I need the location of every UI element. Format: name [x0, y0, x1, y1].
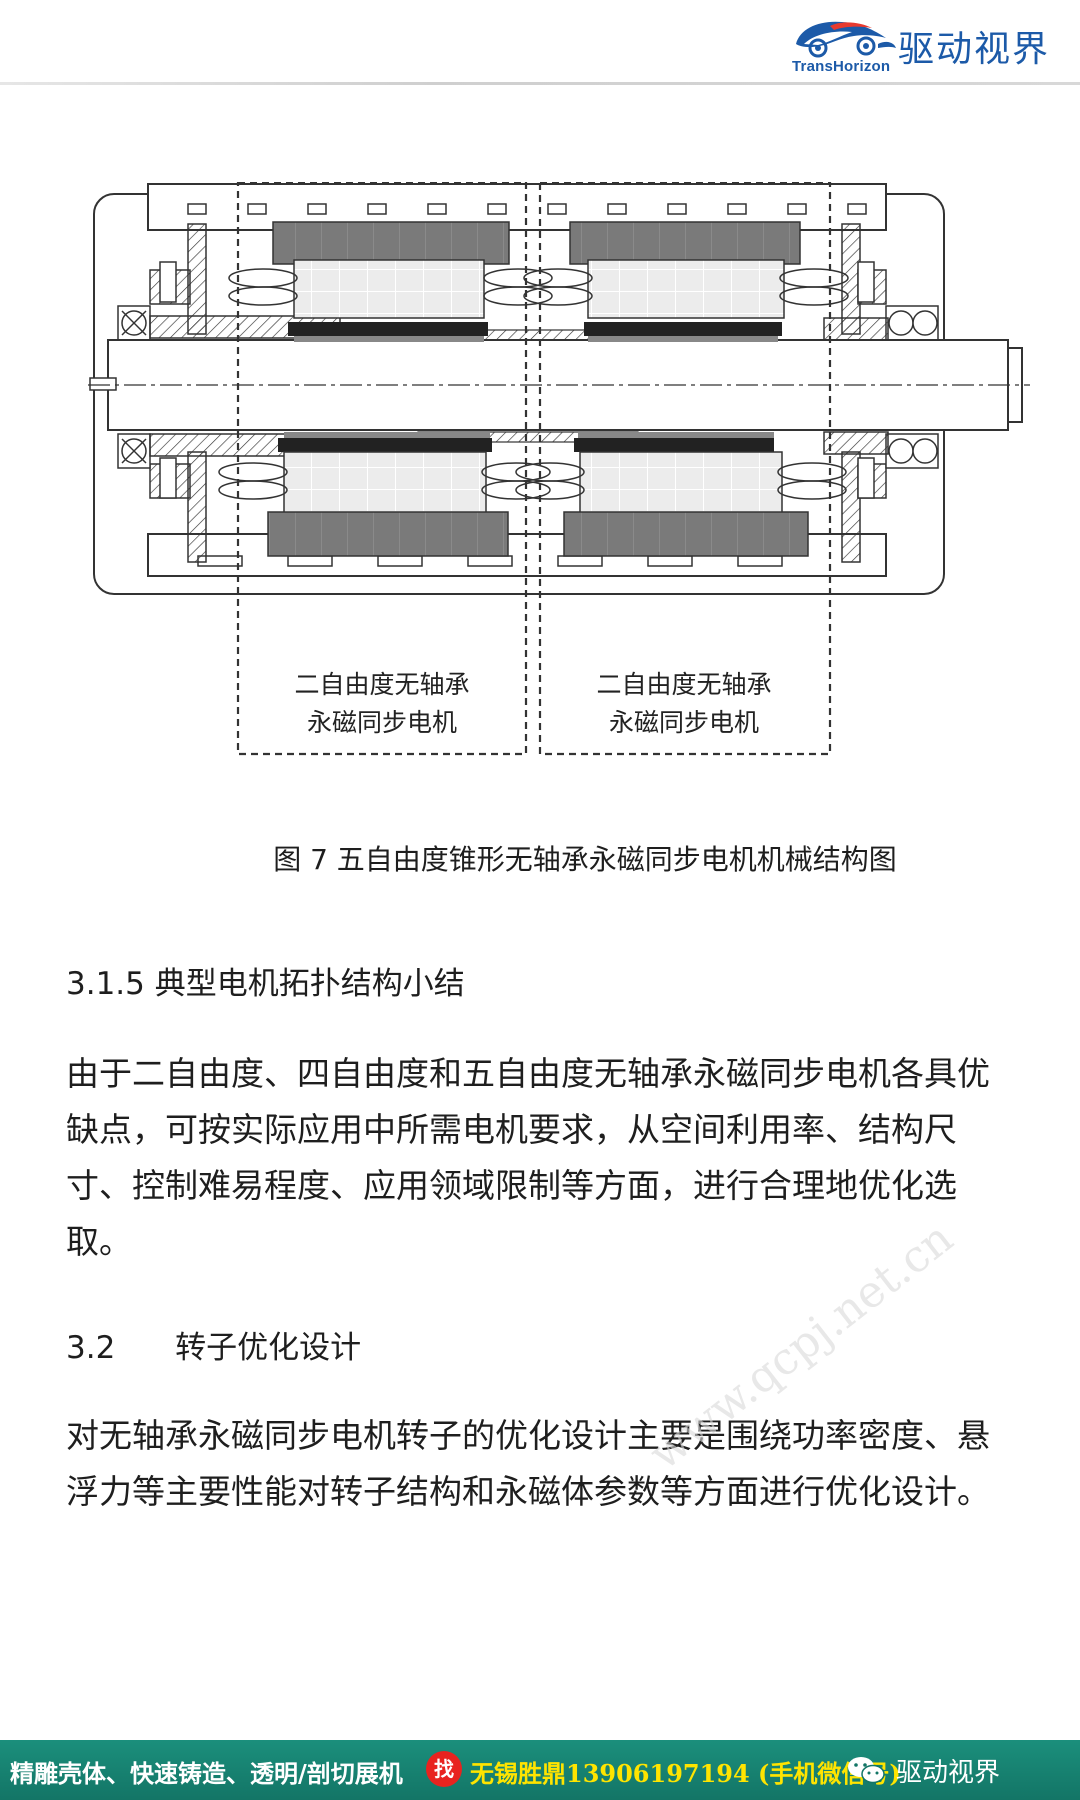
footer-ad-bar: 精雕壳体、快速铸造、透明/剖切展机 找 无锡胜鼎13906197194 (手机微… — [0, 1740, 1080, 1800]
footer-contact: 无锡胜鼎13906197194 (手机微信号) — [470, 1759, 901, 1788]
wechat-icon — [848, 1757, 885, 1784]
section-heading-3-2: 3.2 转子优化设计 — [66, 1322, 361, 1367]
right-motor-label: 二自由度无轴承 永磁同步电机 — [564, 666, 804, 742]
page-header: TransHorizon 驱动视界 — [0, 0, 1080, 86]
brand-name-en: TransHorizon — [792, 58, 891, 75]
brand-name-cn: 驱动视界 — [898, 29, 1051, 70]
figure-caption: 图 7 五自由度锥形无轴承永磁同步电机机械结构图 — [273, 843, 897, 876]
paragraph-topology-summary: 由于二自由度、四自由度和五自由度无轴承永磁同步电机各具优缺点，可按实际应用中所需… — [66, 1054, 990, 1261]
car-logo-icon — [796, 21, 896, 58]
section-title: 转子优化设计 — [175, 1330, 362, 1366]
right-motor-label-line1: 二自由度无轴承 — [596, 670, 772, 699]
paragraph-rotor-design: 对无轴承永磁同步电机转子的优化设计主要是围绕功率密度、悬浮力等主要性能对转子结构… — [66, 1416, 990, 1511]
footer-brand: 驱动视界 — [896, 1758, 1001, 1788]
section-number: 3.2 — [66, 1330, 116, 1366]
left-motor-label: 二自由度无轴承 永磁同步电机 — [262, 666, 502, 742]
footer-search-badge: 找 — [426, 1751, 462, 1787]
motor-cross-section-drawing — [88, 180, 1030, 756]
header-divider — [0, 82, 1080, 85]
section-heading-3-1-5: 3.1.5 典型电机拓扑结构小结 — [66, 966, 465, 1002]
left-motor-label-line1: 二自由度无轴承 — [294, 670, 470, 699]
left-motor-label-line2: 永磁同步电机 — [306, 708, 457, 737]
footer-ad-text: 精雕壳体、快速铸造、透明/剖切展机 — [10, 1759, 403, 1788]
right-motor-label-line2: 永磁同步电机 — [608, 708, 759, 737]
brand-logo: TransHorizon 驱动视界 — [790, 14, 1060, 76]
motor-structure-figure: 二自由度无轴承 永磁同步电机 二自由度无轴承 永磁同步电机 — [88, 180, 1030, 762]
